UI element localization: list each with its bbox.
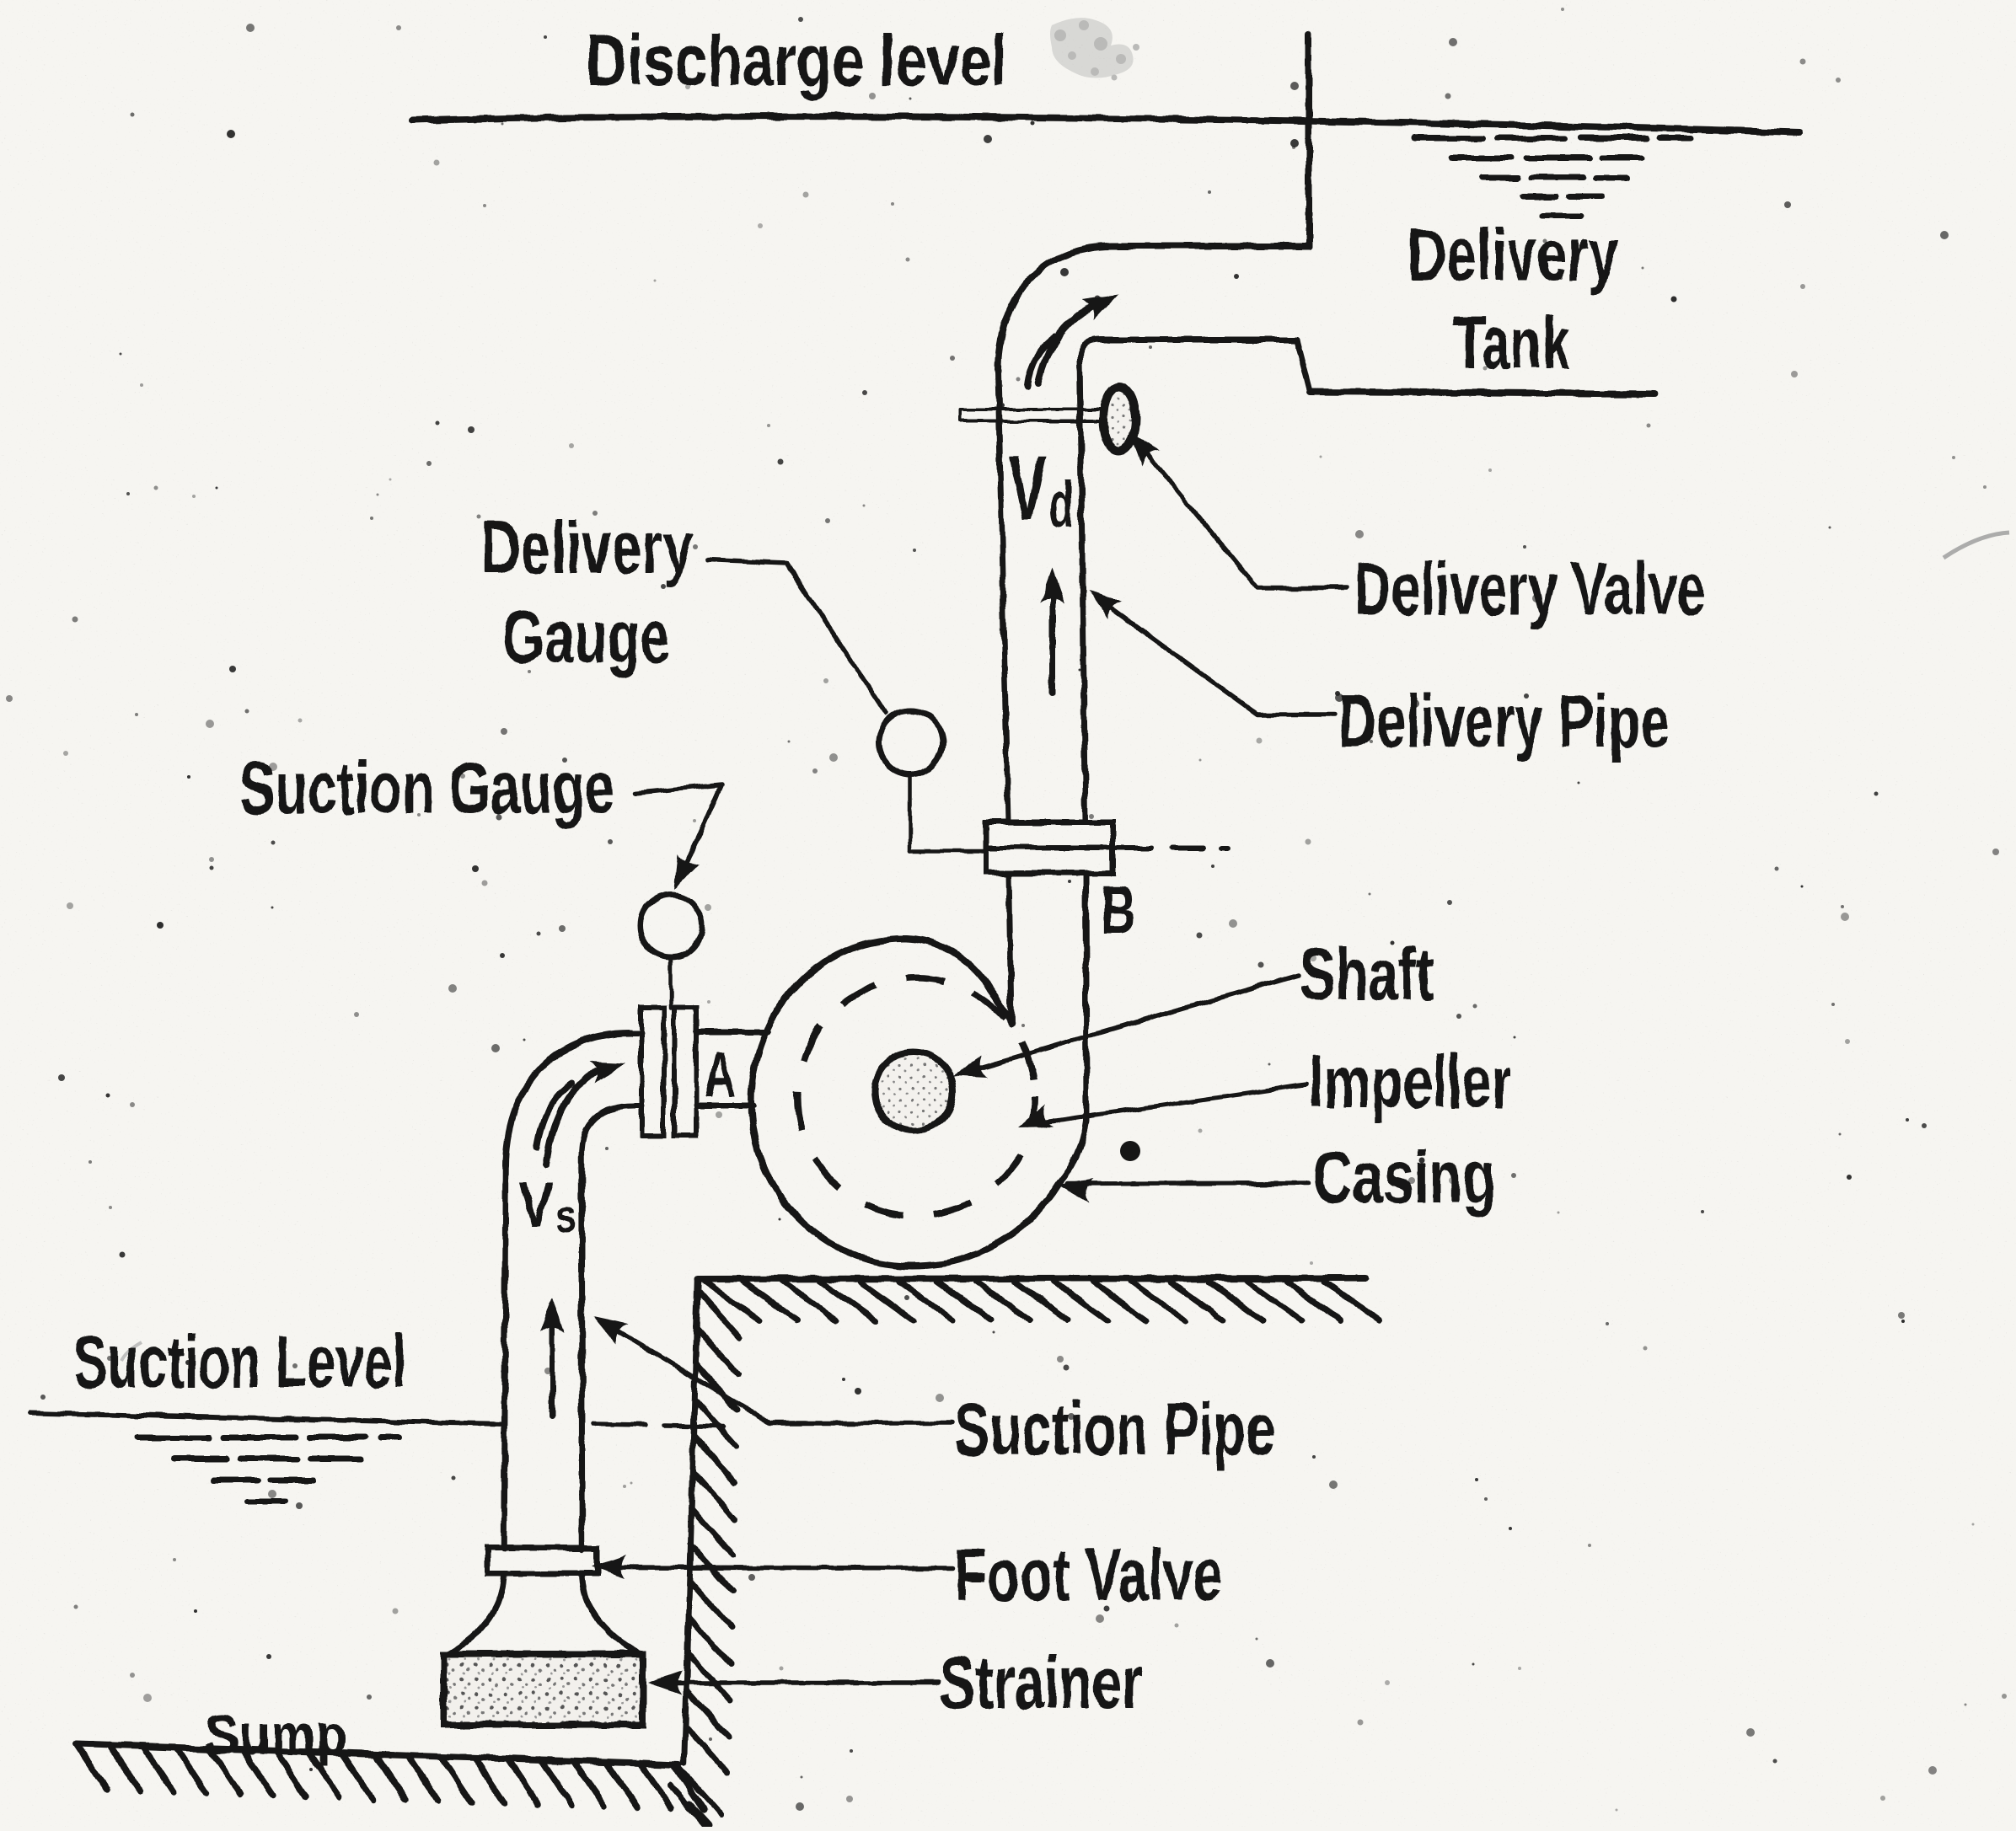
svg-text:A: A: [705, 1039, 736, 1111]
svg-text:Delivery Pipe: Delivery Pipe: [1338, 679, 1670, 763]
svg-text:Impeller: Impeller: [1309, 1040, 1512, 1123]
svg-text:Delivery Valve: Delivery Valve: [1354, 547, 1706, 630]
svg-text:Casing: Casing: [1313, 1135, 1496, 1218]
svg-text:d: d: [1048, 468, 1074, 540]
svg-text:Suction Gauge: Suction Gauge: [239, 746, 614, 829]
svg-text:Foot Valve: Foot Valve: [954, 1533, 1223, 1616]
svg-text:Suction Pipe: Suction Pipe: [954, 1387, 1275, 1470]
svg-text:Discharge level: Discharge level: [586, 20, 1007, 101]
svg-text:Strainer: Strainer: [940, 1641, 1143, 1724]
svg-text:Shaft: Shaft: [1300, 932, 1434, 1015]
svg-text:Gauge: Gauge: [502, 595, 670, 678]
svg-text:V: V: [1009, 436, 1047, 538]
svg-text:B: B: [1101, 872, 1136, 949]
svg-text:s: s: [556, 1189, 576, 1242]
svg-text:Tank: Tank: [1454, 301, 1571, 384]
svg-text:Sump: Sump: [205, 1703, 347, 1767]
svg-text:Delivery: Delivery: [1407, 212, 1618, 296]
svg-text:Suction Level: Suction Level: [73, 1320, 406, 1403]
svg-text:Delivery: Delivery: [481, 506, 694, 589]
svg-text:V: V: [519, 1170, 553, 1241]
